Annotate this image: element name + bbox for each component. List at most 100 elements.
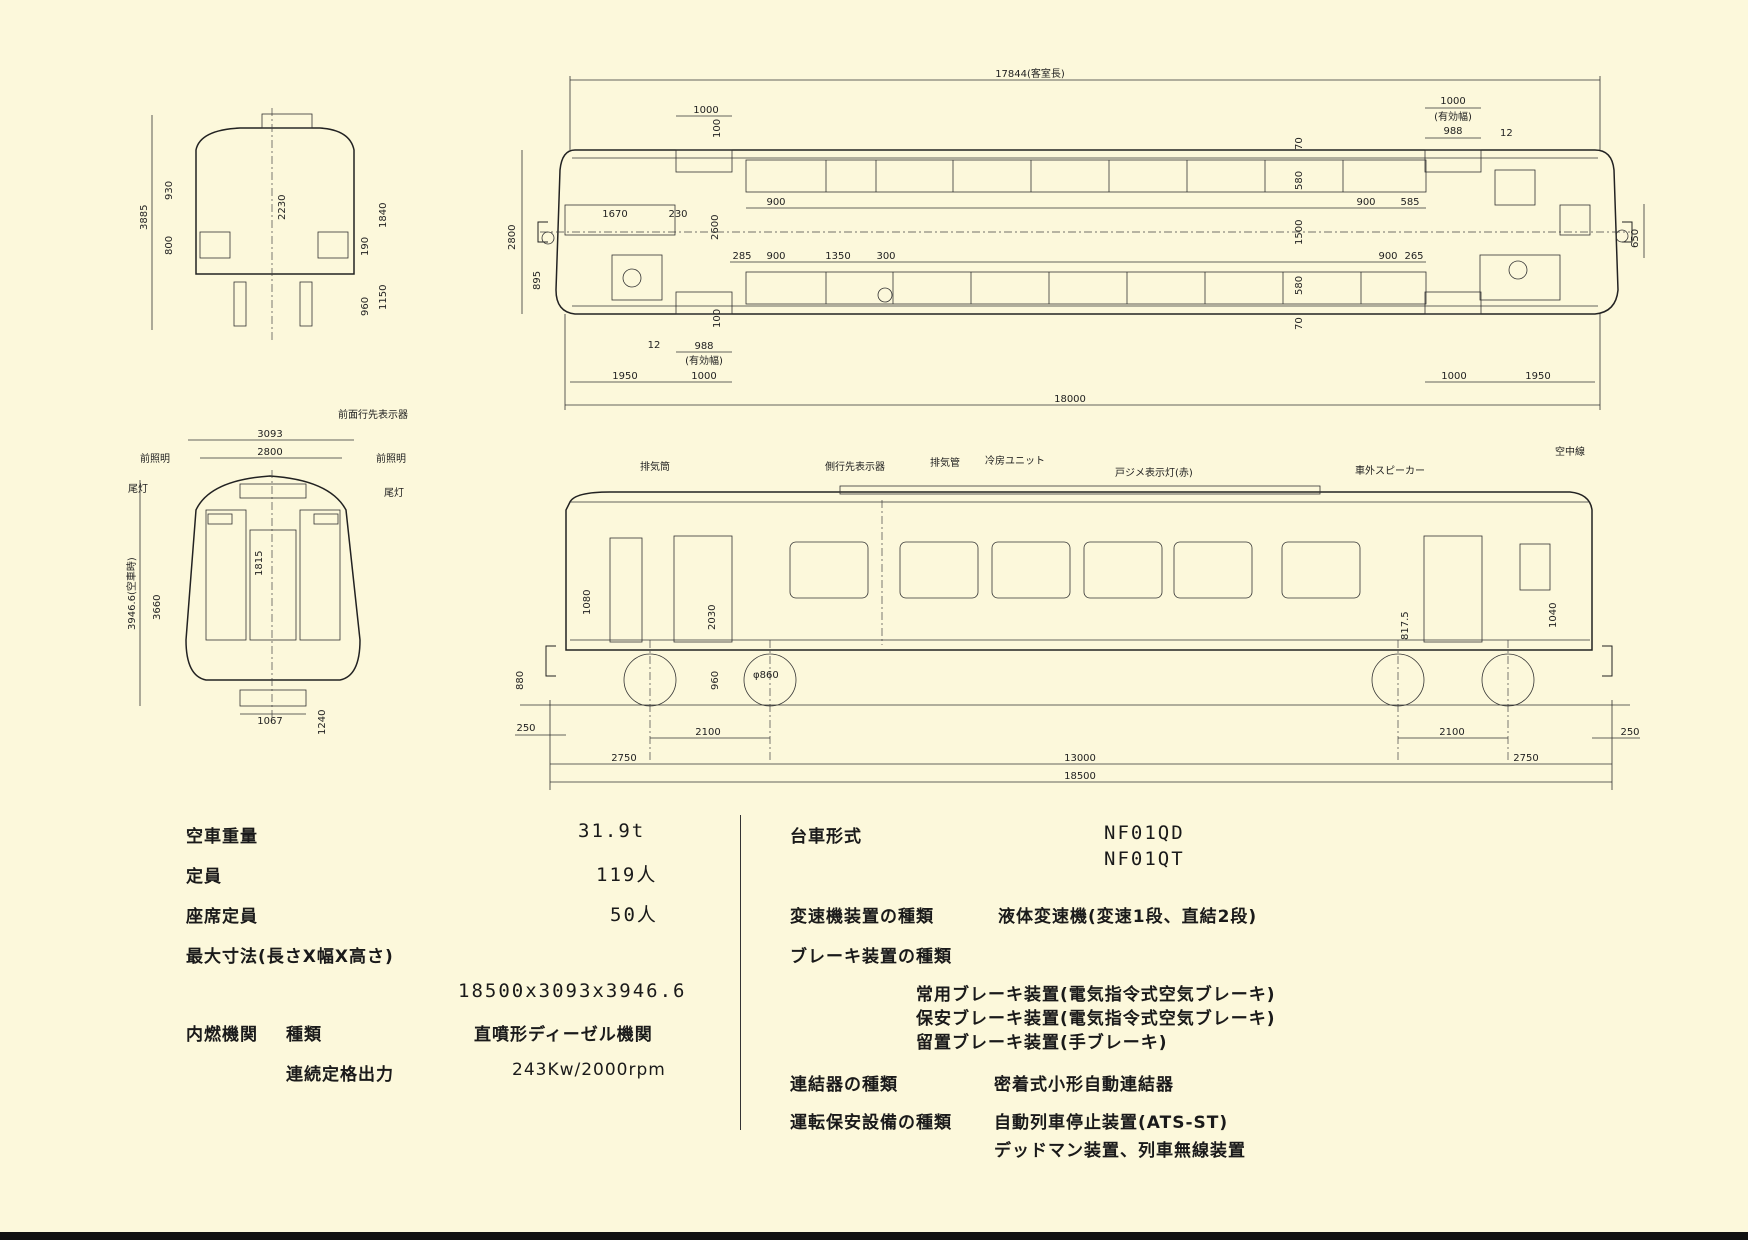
dim-12-bl: 12 <box>648 340 661 351</box>
dim-1000-bl: 1000 <box>691 371 716 382</box>
label-headlight-left: 前照明 <box>140 452 170 465</box>
engine-power-label: 連続定格出力 <box>286 1065 394 1085</box>
dim-100-tl: 100 <box>712 119 723 138</box>
dim-1950-l: 1950 <box>612 371 637 382</box>
dim-900-b: 900 <box>1356 197 1375 208</box>
dim-2100-r: 2100 <box>1439 727 1464 738</box>
seats-value: 50人 <box>610 904 658 926</box>
dim-3946: 3946.6(空車時) <box>125 557 138 630</box>
brake-label: ブレーキ装置の種類 <box>790 947 952 967</box>
dim-2230: 2230 <box>277 195 288 220</box>
dim-2600: 2600 <box>710 215 721 240</box>
engine-type-label: 種類 <box>286 1025 322 1045</box>
dim-580-top: 580 <box>1294 171 1305 190</box>
engine-power-value: 243Kw/2000rpm <box>512 1060 666 1080</box>
bogie-value-2: NF01QT <box>1104 848 1185 870</box>
dim-960-side: 960 <box>710 671 721 690</box>
dim-988-bl: 988 <box>694 341 713 352</box>
dim-yukou-bl: (有効幅) <box>685 354 723 367</box>
dim-18500: 18500 <box>1064 771 1096 782</box>
transmission-value: 液体変速機(変速1段、直結2段) <box>998 907 1258 927</box>
dim-1000-tl: 1000 <box>693 105 718 116</box>
dim-1840: 1840 <box>378 203 389 228</box>
dim-1000-br: 1000 <box>1441 371 1466 382</box>
dim-overall-bottom: 18000 <box>1054 394 1086 405</box>
cross-section-view: 3885 930 800 2230 1840 190 960 1150 <box>139 108 389 340</box>
dim-1067: 1067 <box>257 716 282 727</box>
side-windows <box>789 541 1361 599</box>
dim-300: 300 <box>876 251 895 262</box>
dim-265: 265 <box>1404 251 1423 262</box>
dim-960: 960 <box>360 297 371 316</box>
engine-type-value: 直噴形ディーゼル機関 <box>474 1025 653 1045</box>
empty-weight-label: 空車重量 <box>186 827 258 847</box>
dim-overall-top: 17844(客室長) <box>995 67 1065 80</box>
bogies <box>623 640 1535 760</box>
dim-800: 800 <box>164 236 175 255</box>
label-exhaust-port: 排気筒 <box>640 460 670 473</box>
dim-190: 190 <box>360 237 371 256</box>
dim-895: 895 <box>532 271 543 290</box>
label-speaker: 車外スピーカー <box>1355 464 1425 477</box>
dim-1500: 1500 <box>1294 220 1305 245</box>
dim-230: 230 <box>668 209 687 220</box>
dim-12-tr: 12 <box>1500 128 1513 139</box>
brake-value-1: 常用ブレーキ装置(電気指令式空気ブレーキ) <box>916 985 1276 1005</box>
dim-70-bottom: 70 <box>1294 317 1305 330</box>
front-view: 3093 2800 前面行先表示器 前照明 前照明 尾灯 尾灯 1815 394… <box>125 408 408 735</box>
dim-2750-r: 2750 <box>1513 753 1538 764</box>
dim-2030: 2030 <box>707 605 718 630</box>
max-dims-label: 最大寸法(長さX幅X高さ) <box>186 947 394 967</box>
seats-label: 座席定員 <box>186 907 258 927</box>
safety-label: 運転保安設備の種類 <box>790 1113 952 1133</box>
label-headlight-right: 前照明 <box>376 452 406 465</box>
dim-100-bl: 100 <box>712 309 723 328</box>
dim-1950-r: 1950 <box>1525 371 1550 382</box>
engine-label: 内燃機関 <box>186 1025 258 1045</box>
empty-weight-value: 31.9t <box>578 820 646 842</box>
seats-bottom-row <box>745 271 1427 305</box>
dim-900-d: 900 <box>1378 251 1397 262</box>
dim-1150: 1150 <box>378 285 389 310</box>
bottom-border <box>0 1232 1748 1240</box>
dim-860: φ860 <box>753 670 779 681</box>
dim-1080: 1080 <box>582 590 593 615</box>
label-dest-front: 前面行先表示器 <box>338 408 408 421</box>
capacity-label: 定員 <box>186 867 222 887</box>
dim-988-tr: 988 <box>1443 126 1462 137</box>
label-cooler: 冷房ユニット <box>985 454 1045 467</box>
dim-930: 930 <box>164 181 175 200</box>
dim-13000: 13000 <box>1064 753 1096 764</box>
safety-value-1: 自動列車停止装置(ATS-ST) <box>994 1113 1229 1133</box>
dim-1040: 1040 <box>1548 603 1559 628</box>
dim-3660: 3660 <box>152 595 163 620</box>
dim-2750-l: 2750 <box>611 753 636 764</box>
coupler-label: 連結器の種類 <box>790 1075 898 1095</box>
transmission-label: 変速機装置の種類 <box>790 907 934 927</box>
dim-650: 650 <box>1630 229 1641 248</box>
dim-880: 880 <box>515 671 526 690</box>
label-tail-left: 尾灯 <box>128 483 148 495</box>
max-dims-value: 18500x3093x3946.6 <box>458 980 687 1002</box>
coupler-value: 密着式小形自動連結器 <box>994 1075 1174 1095</box>
dim-3093: 3093 <box>257 429 282 440</box>
dim-1240: 1240 <box>317 710 328 735</box>
dim-580-bottom: 580 <box>1294 276 1305 295</box>
label-dest-side: 側行先表示器 <box>825 460 885 473</box>
dim-817: 817.5 <box>1400 611 1411 640</box>
bogie-value-1: NF01QD <box>1104 822 1185 844</box>
dim-585: 585 <box>1400 197 1419 208</box>
capacity-value: 119人 <box>596 864 658 886</box>
brake-value-2: 保安ブレーキ装置(電気指令式空気ブレーキ) <box>916 1009 1276 1029</box>
dim-3885: 3885 <box>139 205 150 230</box>
label-tail-right: 尾灯 <box>384 487 404 499</box>
dim-900-c: 900 <box>766 251 785 262</box>
seats-top-row <box>745 159 1427 193</box>
plan-view: 17844(客室長) <box>507 67 1645 410</box>
dim-250-l: 250 <box>516 723 535 734</box>
dim-250-r: 250 <box>1620 727 1639 738</box>
safety-value-2: デッドマン装置、列車無線装置 <box>994 1141 1246 1161</box>
label-door-light: 戸ジメ表示灯(赤) <box>1115 466 1193 479</box>
dim-1000-tr: 1000 <box>1440 96 1465 107</box>
